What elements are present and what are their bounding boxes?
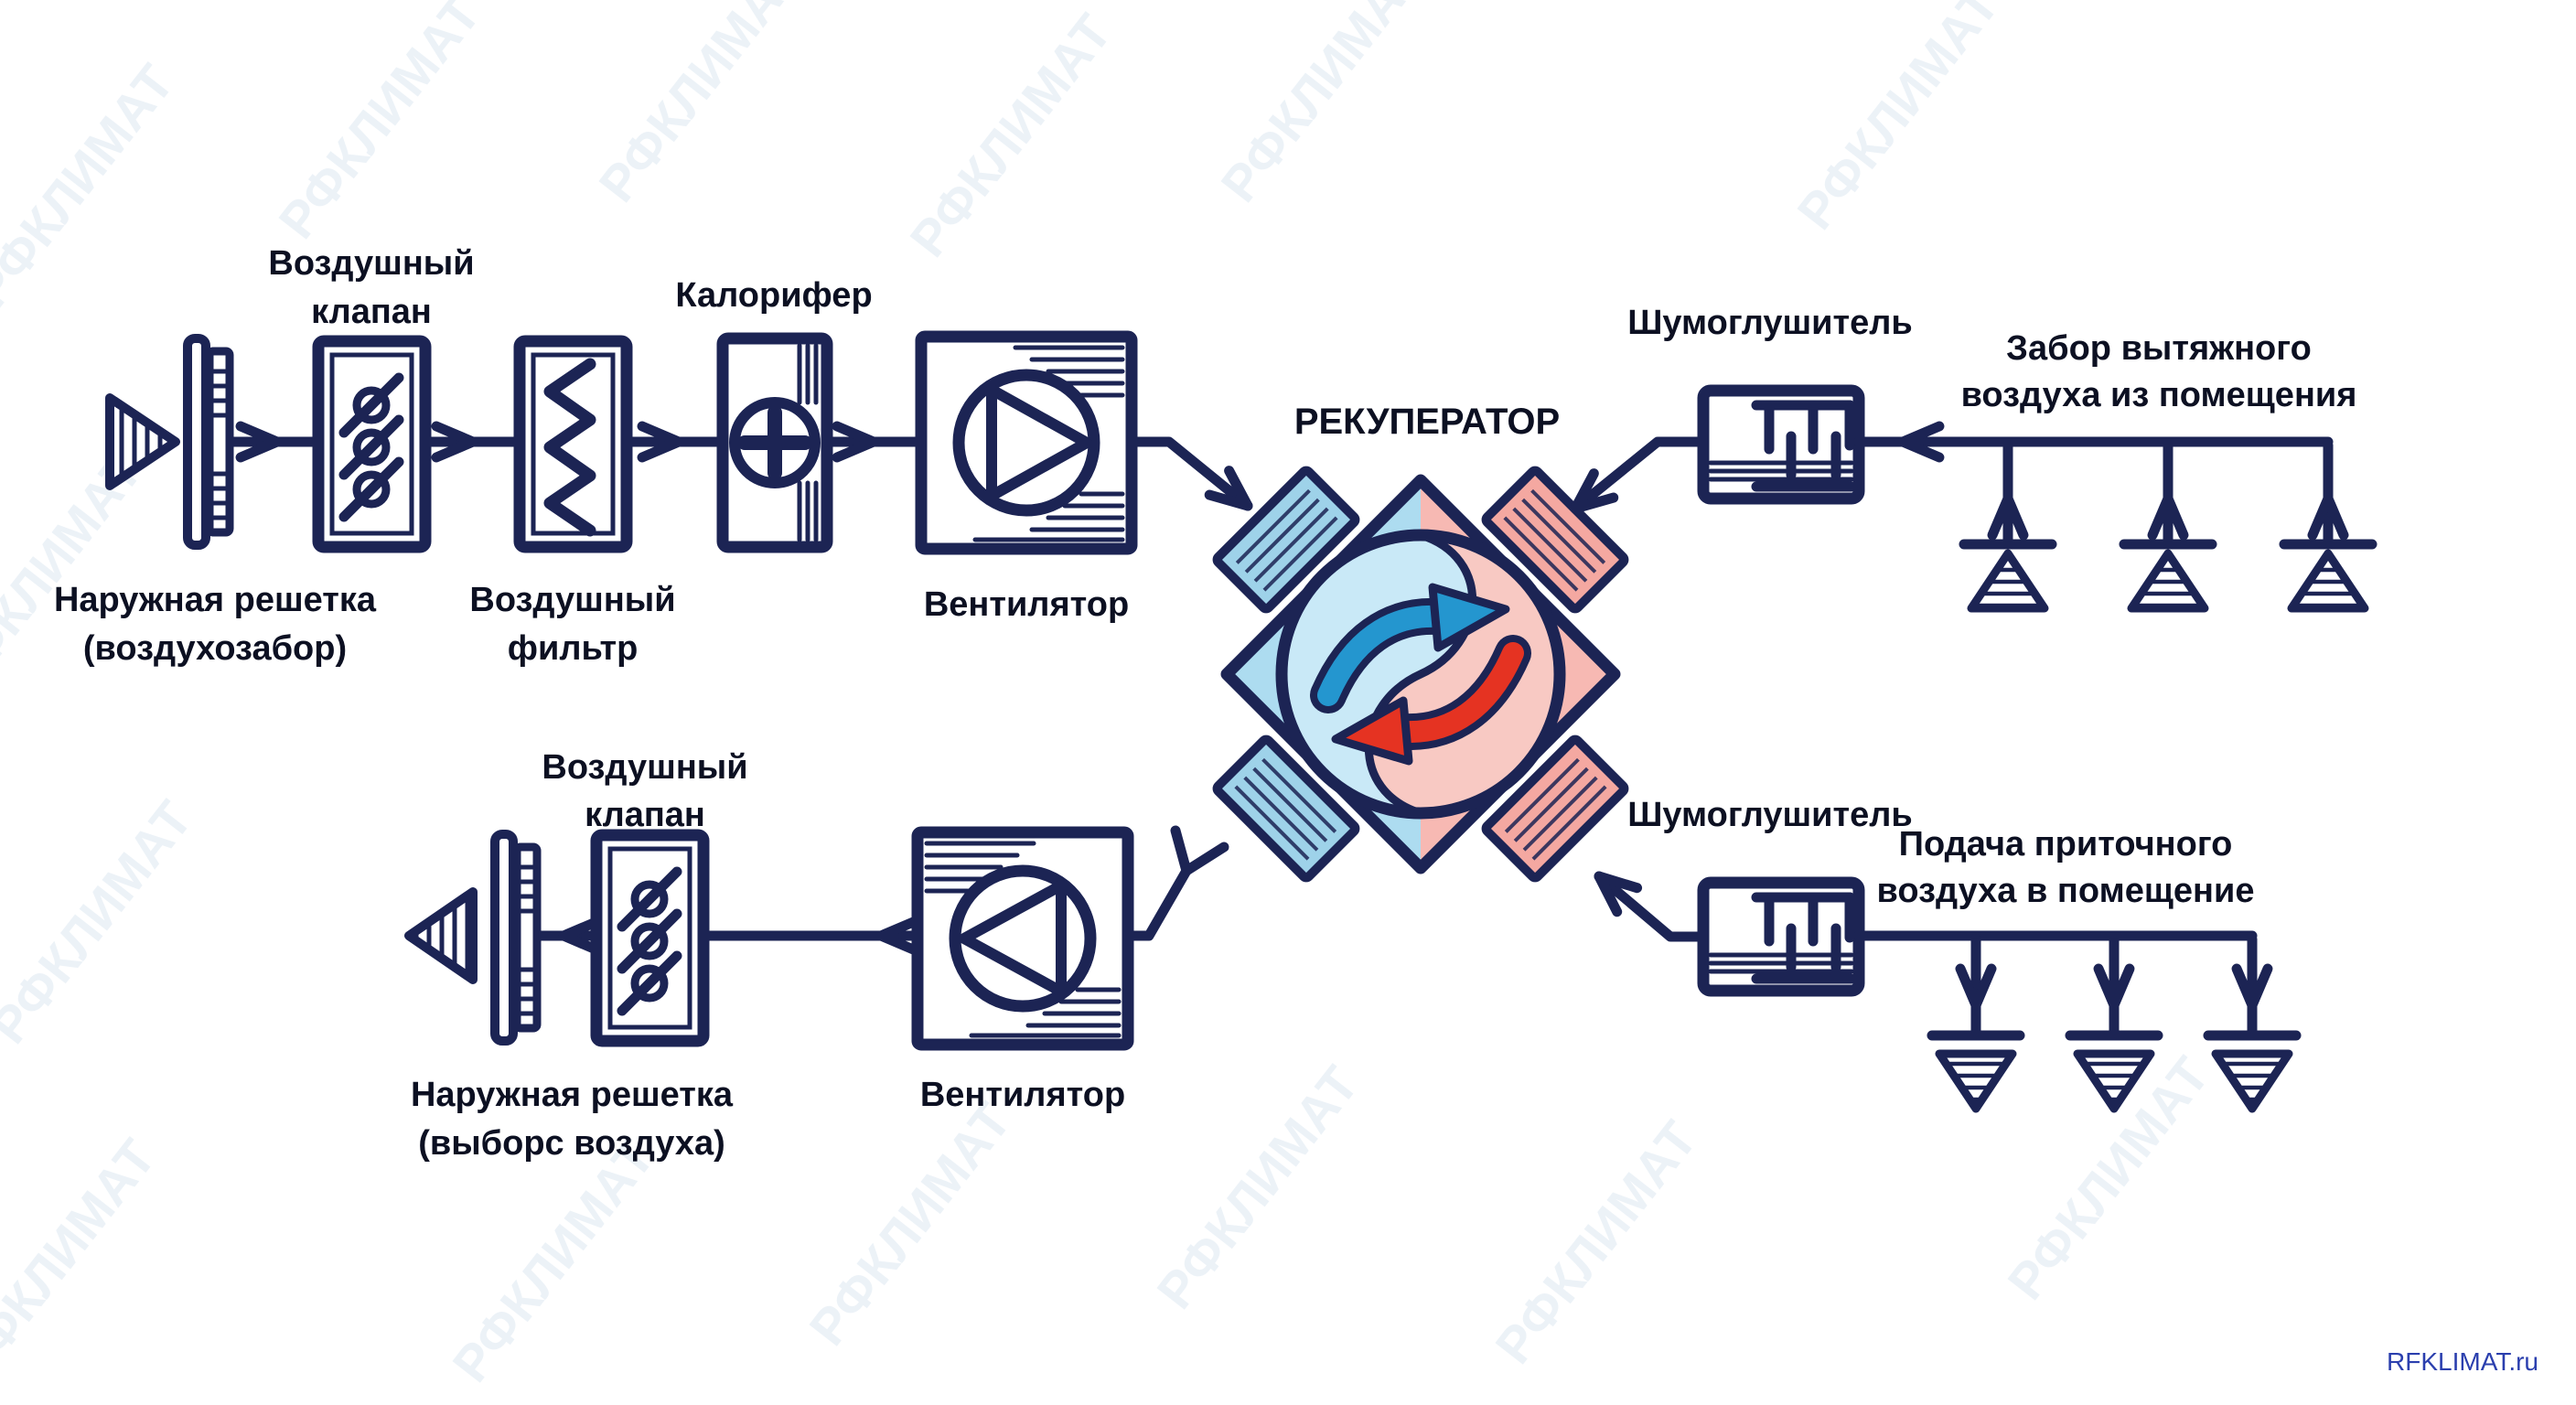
valve-label: клапан: [311, 293, 432, 331]
fan-to-recuperator-line: [1126, 436, 1253, 511]
intake-grille-label: (воздухозабор): [83, 629, 347, 668]
recuperator-to-fan-line: [1122, 865, 1192, 941]
supply-distribution-bottom: Шумоглушитель Подача приточного воздуха …: [1589, 796, 2296, 1109]
svg-text:РФКЛИМАТ: РФКЛИМАТ: [898, 4, 1122, 267]
supply-caption: Подача приточного: [1899, 825, 2233, 863]
filter-label: фильтр: [508, 629, 639, 668]
exhaust-louver-panel-icon: [495, 834, 537, 1041]
fresh-air-arrow-icon: [1310, 583, 1510, 713]
svg-text:РФКЛИМАТ: РФКЛИМАТ: [0, 54, 185, 317]
recuperator-to-silencer-line: [1594, 871, 1709, 942]
duct-fork-icon: [1170, 825, 1229, 876]
svg-text:РФКЛИМАТ: РФКЛИМАТ: [0, 790, 203, 1054]
silencer-to-recuperator-line: [1570, 436, 1709, 514]
supply-diffuser-icon: [1932, 939, 2020, 1109]
outdoor-exhaust-grille-icon: [404, 887, 478, 984]
site-watermark: RFKLIMAT.ru: [2387, 1347, 2538, 1376]
silencer-icon: [1703, 883, 1859, 991]
fan-label: Вентилятор: [920, 1076, 1125, 1114]
svg-text:РФКЛИМАТ: РФКЛИМАТ: [587, 0, 811, 212]
silencer-label: Шумоглушитель: [1627, 304, 1913, 342]
exhaust-grille-label: Наружная решетка: [411, 1076, 734, 1114]
svg-text:РФКЛИМАТ: РФКЛИМАТ: [1209, 0, 1433, 212]
exhaust-grille-icon: [2284, 445, 2372, 608]
exhaust-grille-label: (выборс воздуха): [418, 1124, 725, 1163]
exhaust-fan-icon: [911, 826, 1134, 1051]
air-valve-icon: [596, 835, 703, 1041]
svg-text:РФКЛИМАТ: РФКЛИМАТ: [1786, 0, 2010, 240]
valve-label: клапан: [585, 796, 705, 834]
exhaust-grille-icon: [2124, 445, 2212, 608]
valve-label: Воздушный: [542, 748, 747, 787]
exhaust-collection-top: Шумоглушитель Забор вытяжного воздуха из…: [1565, 304, 2372, 608]
intake-louver-panel-icon: [188, 338, 230, 545]
silencer-label: Шумоглушитель: [1627, 796, 1913, 834]
exhaust-caption: воздуха из помещения: [1961, 376, 2357, 414]
outdoor-intake-grille-icon: [105, 393, 180, 490]
svg-text:РФКЛИМАТ: РФКЛИМАТ: [267, 0, 491, 249]
valve-label: Воздушный: [268, 244, 474, 283]
watermark-tiles: РФКЛИМАТ РФКЛИМАТ РФКЛИМАТ РФКЛИМАТ РФКЛ…: [0, 0, 2220, 1392]
air-valve-icon: [318, 341, 425, 547]
supply-caption: воздуха в помещение: [1877, 872, 2255, 910]
exhaust-air-arrow-icon: [1331, 635, 1531, 766]
fan-label: Вентилятор: [924, 585, 1129, 624]
svg-text:РФКЛИМАТ: РФКЛИМАТ: [441, 1129, 665, 1392]
exhaust-discharge-bottom: Воздушный клапан Наружная решетка (выбор…: [404, 748, 1229, 1163]
heater-label: Калорифер: [675, 276, 872, 315]
svg-text:РФКЛИМАТ: РФКЛИМАТ: [1145, 1056, 1369, 1319]
exhaust-caption: Забор вытяжного: [2006, 329, 2312, 368]
air-filter-icon: [513, 335, 633, 553]
intake-grille-label: Наружная решетка: [54, 581, 377, 619]
svg-text:РФКЛИМАТ: РФКЛИМАТ: [0, 1129, 166, 1392]
exhaust-grille-icon: [1964, 445, 2052, 608]
filter-label: Воздушный: [469, 581, 675, 619]
recuperator-label: РЕКУПЕРАТОР: [1294, 402, 1560, 442]
heater-icon: [716, 332, 833, 553]
supply-fan-icon: [915, 330, 1138, 555]
supply-chain-top: Воздушный клапан Калорифер Наружная реше…: [54, 244, 1258, 668]
svg-text:РФКЛИМАТ: РФКЛИМАТ: [1484, 1110, 1708, 1374]
recuperator-icon: РЕКУПЕРАТОР: [1212, 402, 1629, 883]
supply-diffuser-icon: [2208, 939, 2296, 1109]
svg-text:РФКЛИМАТ: РФКЛИМАТ: [798, 1092, 1022, 1356]
silencer-icon: [1703, 391, 1859, 499]
